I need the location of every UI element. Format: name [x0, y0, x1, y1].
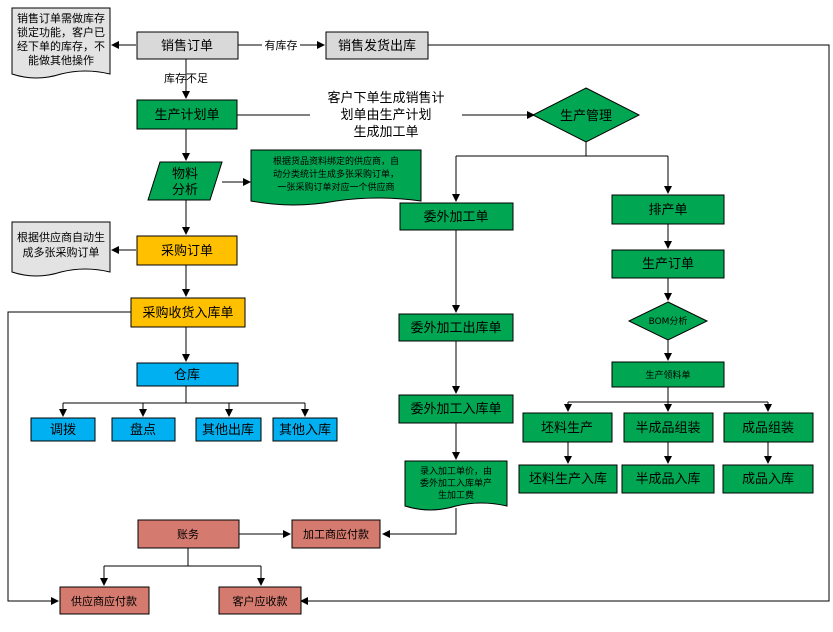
svg-text:分析: 分析	[172, 183, 198, 198]
svg-text:坯料生产入库: 坯料生产入库	[529, 471, 607, 487]
svg-text:成多张采购订单: 成多张采购订单	[23, 245, 100, 259]
svg-text:划单由生产计划: 划单由生产计划	[340, 108, 431, 123]
svg-text:半成品组装: 半成品组装	[635, 421, 700, 436]
svg-text:客户应收款: 客户应收款	[233, 594, 288, 608]
svg-text:录入加工单价，由: 录入加工单价，由	[420, 465, 492, 477]
node-schedule[interactable]: 排产单	[611, 194, 725, 225]
svg-text:排产单: 排产单	[648, 203, 687, 218]
svg-text:调拨: 调拨	[50, 423, 76, 438]
svg-text:生产订单: 生产订单	[642, 257, 694, 272]
svg-text:供应商应付款: 供应商应付款	[71, 594, 137, 608]
node-pick-list[interactable]: 生产领料单	[611, 361, 725, 388]
node-other-out[interactable]: 其他出库	[195, 417, 262, 442]
svg-text:账务: 账务	[177, 528, 199, 541]
node-finished-in[interactable]: 成品入库	[722, 464, 814, 494]
svg-text:生产领料单: 生产领料单	[645, 369, 690, 381]
svg-text:销售发货出库: 销售发货出库	[338, 38, 416, 54]
node-prod-mgmt[interactable]: 生产管理	[531, 87, 641, 143]
svg-text:采购收货入库单: 采购收货入库单	[142, 305, 233, 321]
node-purchase-order[interactable]: 采购订单	[136, 235, 238, 266]
svg-text:经下单的库存，不: 经下单的库存，不	[17, 39, 105, 53]
node-outsource-in[interactable]: 委外加工入库单	[398, 394, 514, 424]
svg-text:客户下单生成销售计: 客户下单生成销售计	[327, 90, 444, 106]
svg-text:生加工费: 生加工费	[438, 489, 474, 501]
note-auto-po: 根据供应商自动生 成多张采购订单	[11, 221, 111, 277]
svg-text:半成品入库: 半成品入库	[635, 471, 700, 487]
svg-text:生产计划单: 生产计划单	[154, 108, 219, 123]
node-sales-ship[interactable]: 销售发货出库	[325, 31, 429, 60]
svg-text:成品组装: 成品组装	[742, 421, 794, 436]
svg-text:加工商应付款: 加工商应付款	[303, 527, 369, 541]
node-transfer[interactable]: 调拨	[30, 417, 96, 442]
node-processor-payable[interactable]: 加工商应付款	[291, 519, 381, 549]
node-purchase-receive[interactable]: 采购收货入库单	[130, 297, 246, 328]
svg-text:锁定功能，客户已: 锁定功能，客户已	[17, 25, 105, 39]
node-plan[interactable]: 生产计划单	[136, 99, 238, 130]
node-bom[interactable]: BOM分析	[627, 301, 709, 341]
svg-text:其他出库: 其他出库	[202, 422, 254, 438]
node-outsource-out[interactable]: 委外加工出库单	[398, 313, 514, 342]
node-other-in[interactable]: 其他入库	[272, 417, 338, 442]
svg-text:生成加工单: 生成加工单	[353, 125, 418, 140]
svg-text:委外加工入库单: 委外加工入库单	[410, 401, 501, 417]
svg-text:根据货品资料绑定的供应商，自: 根据货品资料绑定的供应商，自	[273, 155, 399, 167]
svg-text:其他入库: 其他入库	[279, 422, 331, 438]
svg-text:仓库: 仓库	[174, 367, 200, 383]
node-accounts[interactable]: 账务	[137, 519, 240, 549]
svg-text:委外加工出库单: 委外加工出库单	[410, 320, 501, 336]
svg-text:采购订单: 采购订单	[161, 243, 213, 259]
svg-text:一张采购订单对应一个供应商: 一张采购订单对应一个供应商	[277, 181, 394, 193]
svg-text:BOM分析: BOM分析	[649, 315, 688, 327]
node-semi-assembly[interactable]: 半成品组装	[623, 412, 714, 443]
note-lock: 销售订单需做库存 锁定功能，客户已 经下单的库存，不 能做其他操作	[11, 7, 111, 79]
svg-text:销售订单需做库存: 销售订单需做库存	[17, 11, 105, 25]
svg-text:能做其他操作: 能做其他操作	[28, 53, 94, 67]
note-fee: 录入加工单价，由 委外加工入库单产 生加工费	[404, 460, 508, 511]
svg-text:成品入库: 成品入库	[742, 471, 794, 487]
svg-text:生产管理: 生产管理	[560, 109, 612, 124]
svg-text:销售订单: 销售订单	[161, 38, 213, 54]
node-sales-order[interactable]: 销售订单	[136, 31, 239, 60]
connectors	[7, 41, 830, 605]
node-semi-in[interactable]: 半成品入库	[621, 464, 715, 494]
note-supplier: 根据货品资料绑定的供应商，自 动分类统计生成多张采购订单， 一张采购订单对应一个…	[250, 149, 422, 206]
in-stock-label: 有库存	[265, 38, 298, 52]
svg-text:委外加工入库单产: 委外加工入库单产	[420, 477, 492, 489]
node-outsource[interactable]: 委外加工单	[399, 202, 514, 231]
svg-text:坯料生产: 坯料生产	[541, 421, 593, 436]
short-stock-label: 库存不足	[164, 71, 208, 85]
svg-text:动分类统计生成多张采购订单，: 动分类统计生成多张采购订单，	[273, 168, 399, 180]
node-finished-assembly[interactable]: 成品组装	[723, 412, 814, 443]
svg-text:盘点: 盘点	[130, 422, 156, 438]
node-stocktake[interactable]: 盘点	[111, 417, 176, 442]
node-blank-in[interactable]: 坯料生产入库	[518, 464, 618, 494]
svg-text:委外加工单: 委外加工单	[423, 210, 488, 225]
svg-text:根据供应商自动生: 根据供应商自动生	[17, 230, 105, 244]
node-warehouse[interactable]: 仓库	[136, 362, 239, 387]
customer-plan-label: 客户下单生成销售计 划单由生产计划 生成加工单	[310, 88, 462, 140]
node-blank-prod[interactable]: 坯料生产	[522, 412, 613, 443]
node-prod-order[interactable]: 生产订单	[611, 249, 725, 279]
node-material-analysis[interactable]: 物料 分析	[147, 161, 223, 201]
node-supplier-payable[interactable]: 供应商应付款	[59, 586, 150, 615]
svg-text:物料: 物料	[172, 167, 198, 182]
node-customer-receivable[interactable]: 客户应收款	[218, 586, 302, 615]
